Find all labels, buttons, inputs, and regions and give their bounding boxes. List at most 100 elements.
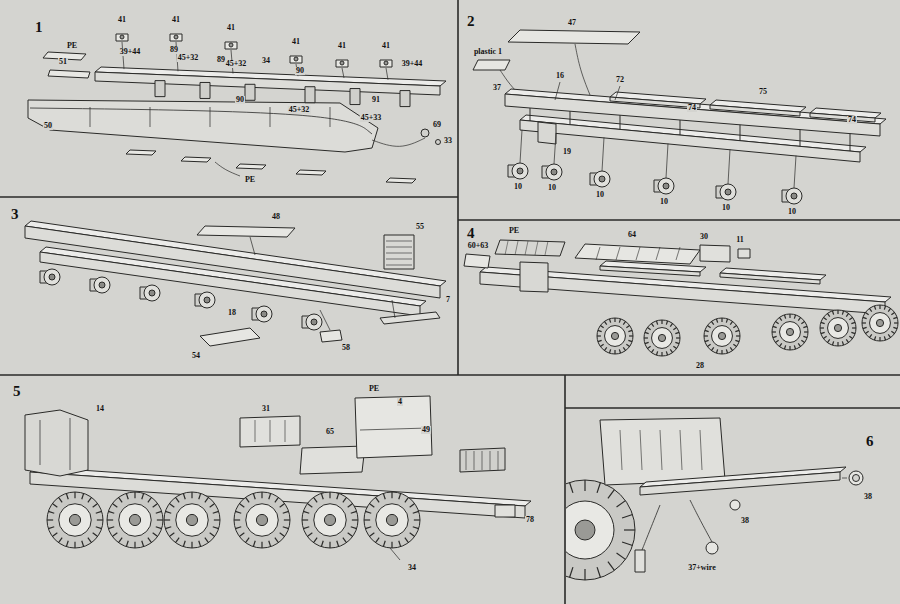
tread-mark: [253, 493, 255, 499]
callout-number: 72: [615, 76, 625, 84]
wheel-drawing: [820, 310, 856, 346]
tread-mark: [364, 519, 370, 520]
callout-number: 33: [443, 137, 453, 145]
radiator-part: [520, 262, 548, 292]
leader-line: [842, 478, 847, 479]
tread-mark: [164, 519, 170, 520]
rail-side: [710, 105, 800, 116]
callout-number: 60+63: [467, 242, 490, 250]
tread-mark: [645, 332, 649, 333]
panel-divider: [0, 374, 900, 376]
callout-number: 74: [847, 116, 857, 124]
tread-mark: [893, 327, 897, 328]
wheel-hub: [256, 514, 267, 525]
tread-mark: [93, 533, 98, 537]
tread-mark: [253, 541, 255, 547]
leader-line: [392, 300, 395, 318]
closeup-group: [566, 480, 635, 580]
tread-mark: [283, 511, 289, 513]
tread-mark: [629, 335, 633, 336]
step-panel: 2: [458, 0, 900, 220]
callout-number: 41: [381, 42, 391, 50]
tread-mark: [413, 511, 419, 513]
tread-mark: [647, 346, 650, 348]
tread-mark: [597, 335, 601, 336]
tread-mark: [93, 504, 98, 508]
part-58: [320, 330, 342, 342]
tread-mark: [707, 325, 710, 327]
callout-number: 41: [171, 16, 181, 24]
plastic-sheet: [473, 60, 510, 70]
wheel-drawing: [47, 492, 103, 548]
tread-mark: [626, 344, 629, 346]
callout-number: PE: [66, 42, 78, 50]
tread-mark: [176, 538, 180, 543]
tread-mark: [414, 519, 420, 520]
tread-mark: [269, 541, 271, 547]
hub-drum: [44, 269, 60, 285]
callout-number: 45+33: [360, 114, 383, 122]
tread-mark: [711, 321, 713, 324]
wheel-tyre: [644, 320, 680, 356]
tread-mark: [205, 497, 209, 502]
wheel-hub: [324, 514, 335, 525]
crane-detail: [70, 418, 71, 470]
callout-number: 64: [627, 231, 637, 239]
tread-mark: [628, 330, 632, 331]
etched-strip: [236, 164, 266, 169]
tread-mark: [284, 519, 290, 520]
leader-line: [342, 68, 344, 78]
leader-line: [794, 156, 796, 188]
tread-mark: [153, 504, 158, 508]
tread-mark: [842, 341, 843, 345]
tread-mark: [676, 337, 680, 338]
tread-mark: [269, 493, 271, 499]
leader-line: [386, 68, 388, 80]
tread-mark: [794, 345, 795, 349]
tread-mark: [376, 538, 380, 543]
tread-mark: [391, 542, 392, 548]
mesh-line: [515, 241, 518, 255]
tread-mark: [619, 319, 620, 323]
tread-mark: [794, 315, 795, 319]
wheel-rim: [652, 328, 673, 349]
tread-mark: [726, 349, 727, 353]
tread-mark: [726, 319, 727, 323]
wheel-hub: [718, 332, 725, 339]
wheel-drawing: [364, 492, 420, 548]
step-panel: 6: [565, 408, 900, 604]
tread-mark: [383, 541, 385, 547]
grille-bar: [474, 451, 475, 470]
hub-centre: [261, 311, 267, 317]
tread-mark: [148, 538, 152, 543]
tread-mark: [772, 331, 776, 332]
wheel-rim: [119, 504, 151, 536]
tread-mark: [107, 519, 113, 520]
hub-centre: [599, 176, 605, 182]
tread-mark: [704, 335, 708, 336]
callout-number: 91: [371, 96, 381, 104]
tread-mark: [619, 349, 620, 353]
rail-edge: [30, 108, 372, 134]
tread-mark: [199, 541, 201, 547]
tread-mark: [142, 493, 144, 499]
radiator-fin: [386, 253, 412, 254]
wheel-rim: [828, 318, 849, 339]
tread-mark: [246, 497, 250, 502]
tread-mark: [600, 325, 603, 327]
step-panel: 5: [0, 375, 565, 604]
radiator-part: [384, 235, 414, 269]
wheel-hub: [611, 332, 618, 339]
part-51: [48, 70, 90, 78]
callout-number: 45+32: [288, 106, 311, 114]
tread-mark: [205, 538, 209, 543]
tread-mark: [846, 339, 848, 342]
callout-number: 89: [169, 46, 179, 54]
tread-mark: [337, 541, 339, 547]
tread-mark: [851, 322, 855, 323]
tread-mark: [784, 315, 785, 319]
etched-mesh: [495, 240, 565, 256]
tread-mark: [314, 538, 318, 543]
mirror-part: [706, 542, 718, 554]
leader-line: [728, 149, 730, 184]
